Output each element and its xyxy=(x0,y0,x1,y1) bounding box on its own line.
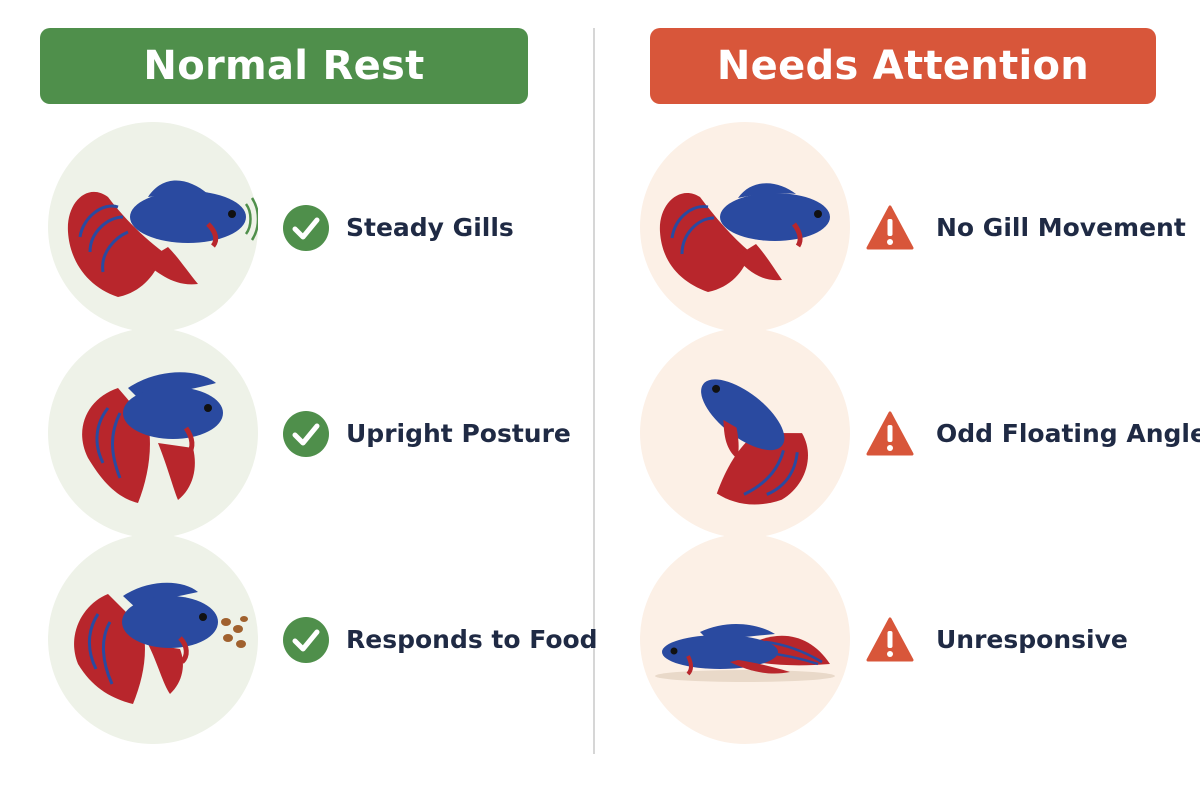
betta-fish-icon xyxy=(659,183,830,292)
item-label: No Gill Movement xyxy=(936,213,1186,242)
food-pellets-icon xyxy=(221,616,248,648)
fish-illustration-steady-gills xyxy=(48,122,258,332)
warning-triangle-icon xyxy=(866,205,914,250)
normal-rest-banner: Normal Rest xyxy=(40,28,528,104)
warning-triangle-icon xyxy=(866,617,914,662)
betta-fish-icon xyxy=(662,623,830,676)
check-circle-icon xyxy=(283,411,329,457)
normal-item-upright-posture: Upright Posture xyxy=(0,328,590,538)
item-label: Responds to Food xyxy=(346,625,598,654)
needs-attention-banner: Needs Attention xyxy=(650,28,1156,104)
attention-item-no-gill-movement: No Gill Movement xyxy=(598,122,1200,332)
gill-motion-lines xyxy=(244,203,252,235)
normal-item-responds-to-food: Responds to Food xyxy=(0,534,598,744)
fish-illustration-odd-floating-angle xyxy=(640,328,850,538)
betta-fish-icon xyxy=(74,582,218,704)
attention-item-odd-floating-angle: Odd Floating Angle xyxy=(598,328,1200,538)
item-label: Odd Floating Angle xyxy=(936,419,1200,448)
check-circle-icon xyxy=(283,205,329,251)
check-circle-icon xyxy=(283,617,329,663)
attention-item-unresponsive: Unresponsive xyxy=(598,534,1200,744)
fish-illustration-responds-to-food xyxy=(48,534,258,744)
warning-triangle-icon xyxy=(866,411,914,456)
normal-item-steady-gills: Steady Gills xyxy=(0,122,590,332)
column-divider xyxy=(593,28,595,754)
ground-shadow xyxy=(655,670,835,682)
item-label: Steady Gills xyxy=(346,213,514,242)
needs-attention-column: Needs Attention No Gill Movement xyxy=(598,0,1200,800)
item-label: Unresponsive xyxy=(936,625,1128,654)
betta-fish-icon xyxy=(67,180,246,297)
normal-rest-column: Normal Rest Steady Gills xyxy=(0,0,598,800)
item-label: Upright Posture xyxy=(346,419,571,448)
betta-fish-icon xyxy=(701,379,808,505)
fish-illustration-unresponsive xyxy=(640,534,850,744)
fish-illustration-upright-posture xyxy=(48,328,258,538)
fish-illustration-no-gill-movement xyxy=(640,122,850,332)
betta-fish-icon xyxy=(82,372,223,503)
